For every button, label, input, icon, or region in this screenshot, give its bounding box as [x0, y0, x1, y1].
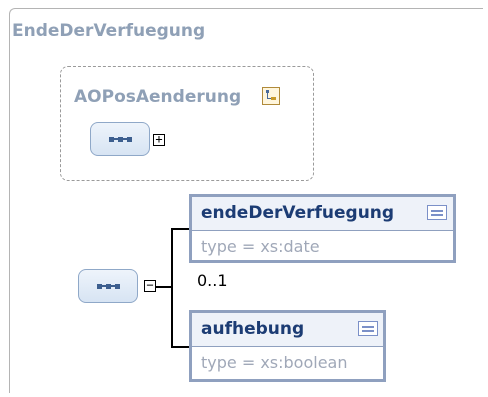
root-element-title: EndeDerVerfuegung	[12, 21, 206, 41]
schema-frame	[9, 8, 483, 393]
documentation-icon	[358, 321, 378, 336]
expand-toggle-button[interactable]: +	[153, 133, 165, 146]
element-type: type = xs:date	[201, 237, 320, 256]
element-box-aufhebung[interactable]: aufhebung type = xs:boolean	[189, 310, 386, 382]
element-group-icon	[262, 87, 280, 105]
occurrence-label: 0..1	[197, 271, 228, 290]
element-type: type = xs:boolean	[201, 353, 348, 372]
element-name: aufhebung	[201, 319, 305, 339]
element-box-endeDerVerfuegung[interactable]: endeDerVerfuegung type = xs:date	[189, 194, 456, 263]
connector-line	[171, 228, 189, 230]
sequence-compositor[interactable]	[78, 269, 138, 303]
connector-line	[171, 228, 173, 347]
group-sequence-compositor[interactable]	[90, 122, 150, 156]
group-title: AOPosAenderung	[74, 87, 242, 107]
documentation-icon	[427, 205, 447, 220]
sequence-icon	[96, 283, 120, 289]
connector-line	[171, 346, 189, 348]
connector-line	[156, 286, 171, 288]
sequence-icon	[108, 136, 132, 142]
element-name: endeDerVerfuegung	[201, 203, 395, 223]
collapse-toggle-button[interactable]: −	[144, 279, 156, 292]
attribute-group-box	[60, 66, 314, 181]
